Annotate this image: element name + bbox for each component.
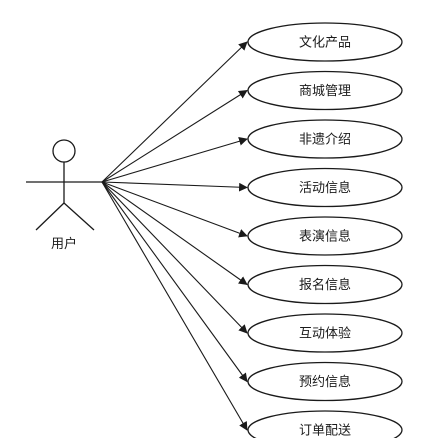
association-arrow	[101, 181, 248, 286]
actor: 用户	[26, 139, 102, 252]
use-case-ellipse	[247, 167, 403, 208]
association-arrow	[101, 181, 248, 334]
use-case-label: 报名信息	[299, 277, 351, 293]
use-case-label: 表演信息	[299, 229, 351, 245]
use-case-label: 商城管理	[299, 84, 351, 99]
use-case[interactable]: 订单配送	[247, 410, 403, 438]
use-case-label: 互动体验	[299, 326, 351, 342]
use-case-ellipse	[247, 264, 403, 305]
use-case-label: 活动信息	[299, 180, 351, 196]
use-case[interactable]: 预约信息	[247, 361, 403, 402]
actor-label: 用户	[51, 236, 77, 252]
use-case-ellipse	[247, 361, 403, 402]
use-case-label: 文化产品	[299, 36, 351, 51]
association-arrow	[101, 90, 248, 183]
stick-figure-icon	[26, 139, 102, 231]
use-case[interactable]: 表演信息	[247, 216, 403, 256]
use-case-ellipse	[247, 410, 403, 438]
use-case[interactable]: 活动信息	[247, 167, 403, 208]
association-arrow	[101, 41, 248, 183]
association-arrow	[101, 181, 248, 192]
use-case[interactable]: 文化产品	[247, 22, 403, 62]
use-case-ellipse	[247, 216, 403, 256]
association-arrows	[101, 41, 248, 431]
use-case-label: 订单配送	[299, 424, 351, 438]
association-arrow	[101, 181, 248, 431]
use-case[interactable]: 非遗介绍	[247, 119, 403, 159]
use-case-ellipse	[247, 70, 403, 111]
use-case[interactable]: 报名信息	[247, 264, 403, 305]
use-case-ellipse	[247, 22, 403, 62]
use-case-label: 非遗介绍	[299, 133, 351, 148]
use-case-ellipse	[247, 313, 403, 353]
association-arrow	[101, 181, 248, 383]
use-case[interactable]: 商城管理	[247, 70, 403, 111]
use-case[interactable]: 互动体验	[247, 313, 403, 353]
use-case-label: 预约信息	[299, 374, 351, 390]
use-case-ellipse	[247, 119, 403, 159]
association-arrow	[101, 181, 248, 238]
association-arrow	[101, 137, 248, 183]
